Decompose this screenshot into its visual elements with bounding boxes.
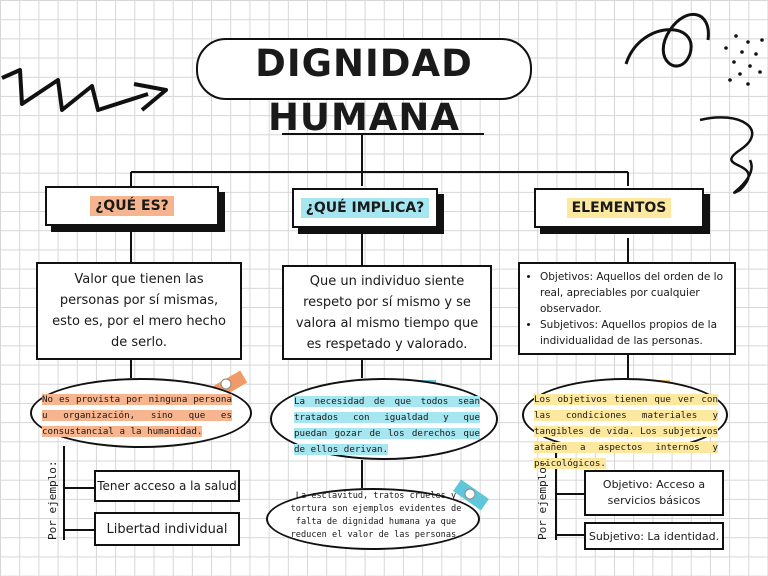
definition-box: Objetivos: Aquellos del orden de lo real… <box>518 262 736 355</box>
example-box: Objetivo: Acceso a servicios básicos <box>584 470 724 516</box>
header-elementos: ELEMENTOS <box>534 188 704 228</box>
definition-item: Objetivos: Aquellos del orden de lo real… <box>540 269 728 317</box>
header-label: ¿QUÉ ES? <box>90 196 174 216</box>
note-text: La necesidad de que todos sean tratados … <box>294 396 480 455</box>
note-text-wrap: No es provista por ninguna persona u org… <box>42 392 232 440</box>
example-text: Subjetivo: La identidad. <box>588 529 720 543</box>
header-label: ELEMENTOS <box>566 198 672 218</box>
note-text-wrap: Los objetivos tienen que ver con las con… <box>534 392 718 472</box>
example-text: Objetivo: Acceso a servicios básicos <box>602 478 706 507</box>
definition-item: Subjetivos: Aquellos propios de la indiv… <box>540 317 728 349</box>
note2-oval <box>266 488 480 550</box>
title-line-2: HUMANA <box>267 96 461 139</box>
example-box: Subjetivo: La identidad. <box>584 522 724 550</box>
zigzag-arrow-doodle <box>1 68 149 112</box>
definition-text: Que un individuo siente respeto por sí m… <box>295 273 479 352</box>
note-text: No es provista por ninguna persona u org… <box>42 394 232 437</box>
tape-decoration-4 <box>453 479 489 511</box>
scribble-doodle <box>699 116 754 194</box>
dots-doodle <box>724 34 764 86</box>
example-label: Por ejemplo: <box>536 460 549 540</box>
header-que-implica: ¿QUÉ IMPLICA? <box>292 188 438 228</box>
example-box: Libertad individual <box>94 512 240 546</box>
definition-box: Valor que tienen las personas por sí mis… <box>36 262 242 360</box>
definition-text: Valor que tienen las personas por sí mis… <box>52 272 226 350</box>
example-label: Por ejemplo: <box>46 460 59 540</box>
title-line-1: DIGNIDAD <box>255 42 473 85</box>
note-text-wrap: La necesidad de que todos sean tratados … <box>294 394 480 458</box>
definition-list: Objetivos: Aquellos del orden de lo real… <box>526 269 728 349</box>
example-text: Tener acceso a la salud <box>97 479 237 493</box>
example-box: Tener acceso a la salud <box>94 470 240 502</box>
header-que-es: ¿QUÉ ES? <box>45 186 219 226</box>
header-label: ¿QUÉ IMPLICA? <box>300 198 430 218</box>
loop-doodle <box>624 13 710 68</box>
note2-text: La esclavitud, tratos crueles y tortura … <box>290 491 462 540</box>
note-text: Los objetivos tienen que ver con las con… <box>534 394 718 469</box>
title-oval <box>196 38 532 100</box>
example-text: Libertad individual <box>106 521 228 537</box>
definition-box: Que un individuo siente respeto por sí m… <box>282 265 492 360</box>
